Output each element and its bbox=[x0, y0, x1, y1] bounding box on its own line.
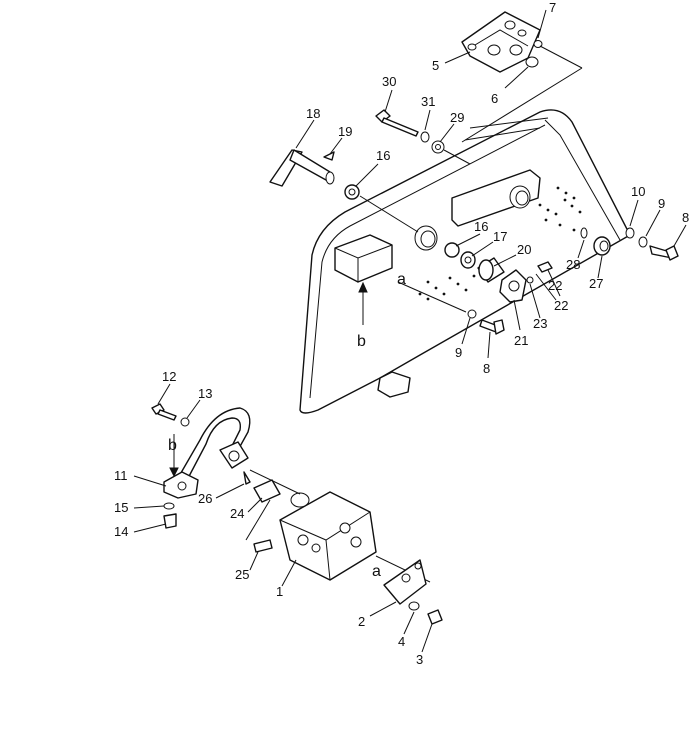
bolt-30 bbox=[375, 109, 419, 137]
washer-31 bbox=[420, 131, 430, 143]
callout-16-lower: 16 bbox=[474, 219, 488, 234]
bolt-12 bbox=[151, 403, 177, 421]
callout-31: 31 bbox=[421, 94, 435, 109]
callout-22-a: 22 bbox=[548, 278, 562, 293]
callout-4: 4 bbox=[398, 634, 405, 649]
o-ring-6 bbox=[525, 56, 539, 68]
callout-16-upper: 16 bbox=[376, 148, 390, 163]
valve-block-5 bbox=[461, 11, 541, 73]
pipe-assembly bbox=[177, 407, 251, 483]
washer-23 bbox=[526, 276, 534, 284]
plate-2 bbox=[383, 559, 427, 605]
bushing-16-upper bbox=[344, 184, 360, 200]
reference-letters: a b b a bbox=[168, 271, 406, 580]
bushing-16-lower bbox=[444, 242, 460, 258]
washer-29 bbox=[431, 140, 445, 154]
callout-10: 10 bbox=[631, 184, 645, 199]
callout-12: 12 bbox=[162, 369, 176, 384]
o-ring-28 bbox=[580, 227, 588, 239]
callout-1: 1 bbox=[276, 584, 283, 599]
bracket-21 bbox=[499, 269, 527, 303]
plug-27 bbox=[593, 236, 611, 256]
o-ring-7 bbox=[533, 40, 543, 48]
callout-28: 28 bbox=[566, 257, 580, 272]
callout-18: 18 bbox=[306, 106, 320, 121]
pin-26 bbox=[243, 471, 251, 485]
washer-9-lower bbox=[467, 309, 477, 319]
flange-11 bbox=[163, 471, 199, 499]
ref-letter-a-upper: a bbox=[397, 271, 406, 288]
washer-13 bbox=[180, 417, 190, 427]
callout-21: 21 bbox=[514, 333, 528, 348]
callout-8-right: 8 bbox=[682, 210, 689, 225]
washer-9-right bbox=[638, 236, 648, 248]
bolt-14 bbox=[163, 513, 177, 529]
bolt-8-lower bbox=[479, 319, 505, 335]
callout-20: 20 bbox=[517, 242, 531, 257]
bolt-3 bbox=[427, 609, 443, 625]
callout-17: 17 bbox=[493, 229, 507, 244]
washer-10 bbox=[625, 227, 635, 239]
washer-4 bbox=[408, 601, 420, 611]
bolt-8-right bbox=[649, 245, 679, 261]
callout-8-lower: 8 bbox=[483, 361, 490, 376]
ref-letter-a-lower: a bbox=[372, 563, 381, 580]
callout-30: 30 bbox=[382, 74, 396, 89]
ref-letter-b-upper: b bbox=[357, 333, 366, 350]
callout-29: 29 bbox=[450, 110, 464, 125]
callout-14: 14 bbox=[114, 524, 128, 539]
callout-3: 3 bbox=[416, 652, 423, 667]
bolt-22 bbox=[537, 261, 553, 273]
callout-24: 24 bbox=[230, 506, 244, 521]
connector-24 bbox=[253, 479, 281, 503]
callout-labels: 7 5 6 30 31 29 18 19 16 16 17 20 21 22 2… bbox=[114, 0, 689, 667]
callout-9-lower: 9 bbox=[455, 345, 462, 360]
callout-7: 7 bbox=[549, 0, 556, 15]
pin-19 bbox=[323, 151, 335, 161]
callout-5: 5 bbox=[432, 58, 439, 73]
callout-15: 15 bbox=[114, 500, 128, 515]
callout-6: 6 bbox=[491, 91, 498, 106]
callout-27: 27 bbox=[589, 276, 603, 291]
bolt-25 bbox=[253, 539, 273, 553]
spacer-17 bbox=[460, 251, 476, 269]
leader-lines bbox=[133, 9, 687, 653]
washer-15 bbox=[163, 502, 175, 510]
callout-23: 23 bbox=[533, 316, 547, 331]
callout-13: 13 bbox=[198, 386, 212, 401]
callout-22-b: 22 bbox=[554, 298, 568, 313]
valve-body-1 bbox=[279, 491, 377, 581]
callout-2: 2 bbox=[358, 614, 365, 629]
callout-26: 26 bbox=[198, 491, 212, 506]
callout-9-right: 9 bbox=[658, 196, 665, 211]
lever-18 bbox=[269, 149, 335, 187]
callout-19: 19 bbox=[338, 124, 352, 139]
callout-25: 25 bbox=[235, 567, 249, 582]
ref-letter-b-lower: b bbox=[168, 437, 177, 454]
callout-11: 11 bbox=[114, 468, 128, 483]
